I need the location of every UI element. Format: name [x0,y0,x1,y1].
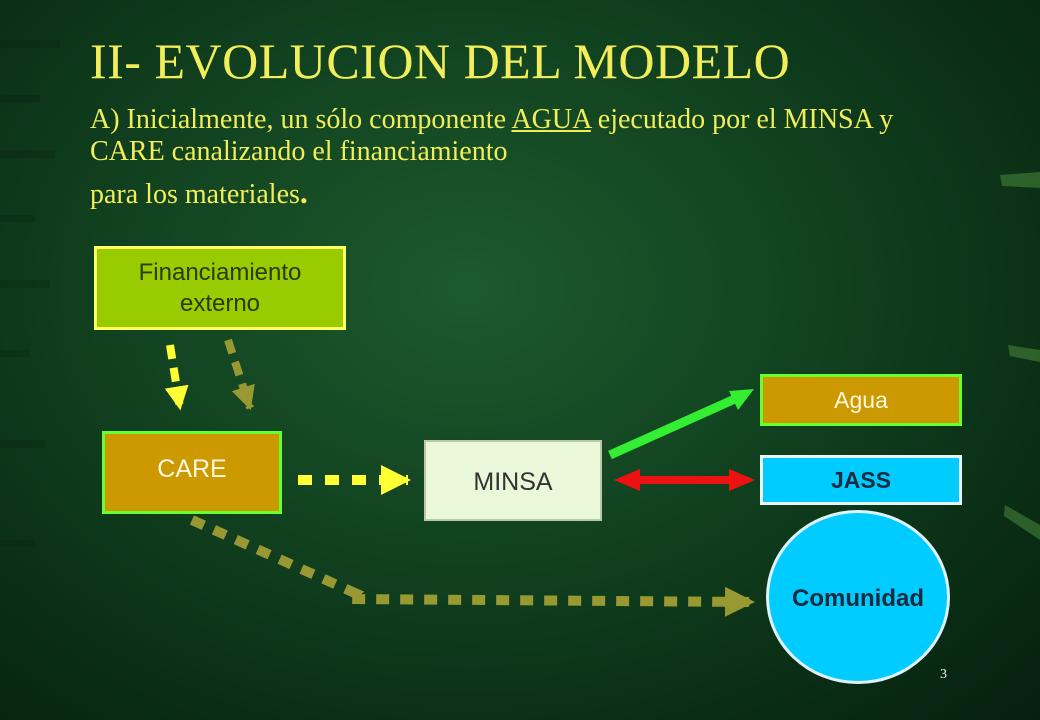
node-jass: JASS [760,455,962,505]
node-agua: Agua [760,374,962,426]
subtitle-agua-underlined: AGUA [511,104,591,135]
background-stripe [0,440,45,448]
background-leaf [1000,172,1040,188]
node-care: CARE [102,431,282,514]
subtitle-part1: A) Inicialmente, un sólo componente [90,104,512,135]
subtitle-period: . [299,174,308,210]
arrow-care-to-comunidad [189,515,755,617]
arrow-financiamiento-to-care-yellow [164,344,189,411]
arrow-minsa-jass-bidirectional [614,469,755,491]
arrow-minsa-to-agua [608,389,754,460]
background-stripe [0,150,55,158]
background-stripe [0,280,50,288]
background-leaf [1004,505,1040,540]
page-number: 3 [940,667,947,682]
background-stripe [0,350,30,357]
background-stripe [0,95,40,102]
background-stripe [0,40,60,48]
subtitle-line3: para los materiales. [90,176,910,211]
background-stripe [0,215,35,222]
subtitle-part2: ejecutado por el MINSA y CARE canalizand… [90,104,894,167]
slide-subtitle: A) Inicialmente, un sólo componente AGUA… [90,104,910,211]
node-comunidad: Comunidad [766,510,950,684]
arrow-financiamiento-to-care-olive [224,338,255,411]
background-leaf [1008,345,1040,362]
background-stripe [0,540,35,547]
node-financiamiento-externo: Financiamiento externo [94,246,346,330]
subtitle-line3-text: para los materiales [90,179,300,210]
node-minsa: MINSA [424,440,602,521]
slide-title: II- EVOLUCION DEL MODELO [90,33,791,89]
